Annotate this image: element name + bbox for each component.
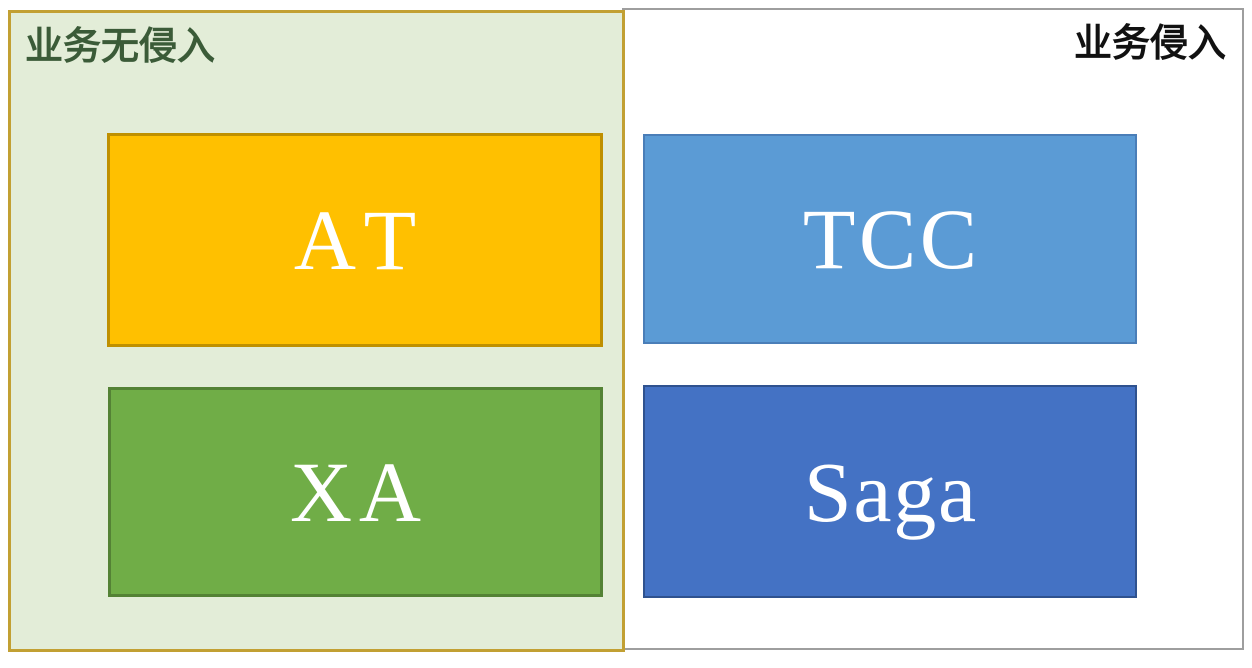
mode-label-at: AT xyxy=(293,192,434,288)
mode-label-saga: Saga xyxy=(803,443,978,540)
non-intrusive-panel-title: 业务无侵入 xyxy=(25,26,216,68)
mode-label-xa: XA xyxy=(289,444,428,540)
mode-box-xa: XA xyxy=(108,387,603,597)
mode-box-tcc: TCC xyxy=(643,134,1137,344)
mode-box-saga: Saga xyxy=(643,385,1137,598)
mode-box-at: AT xyxy=(107,133,603,347)
intrusive-panel-title: 业务侵入 xyxy=(1073,23,1226,65)
mode-label-tcc: TCC xyxy=(802,191,981,287)
